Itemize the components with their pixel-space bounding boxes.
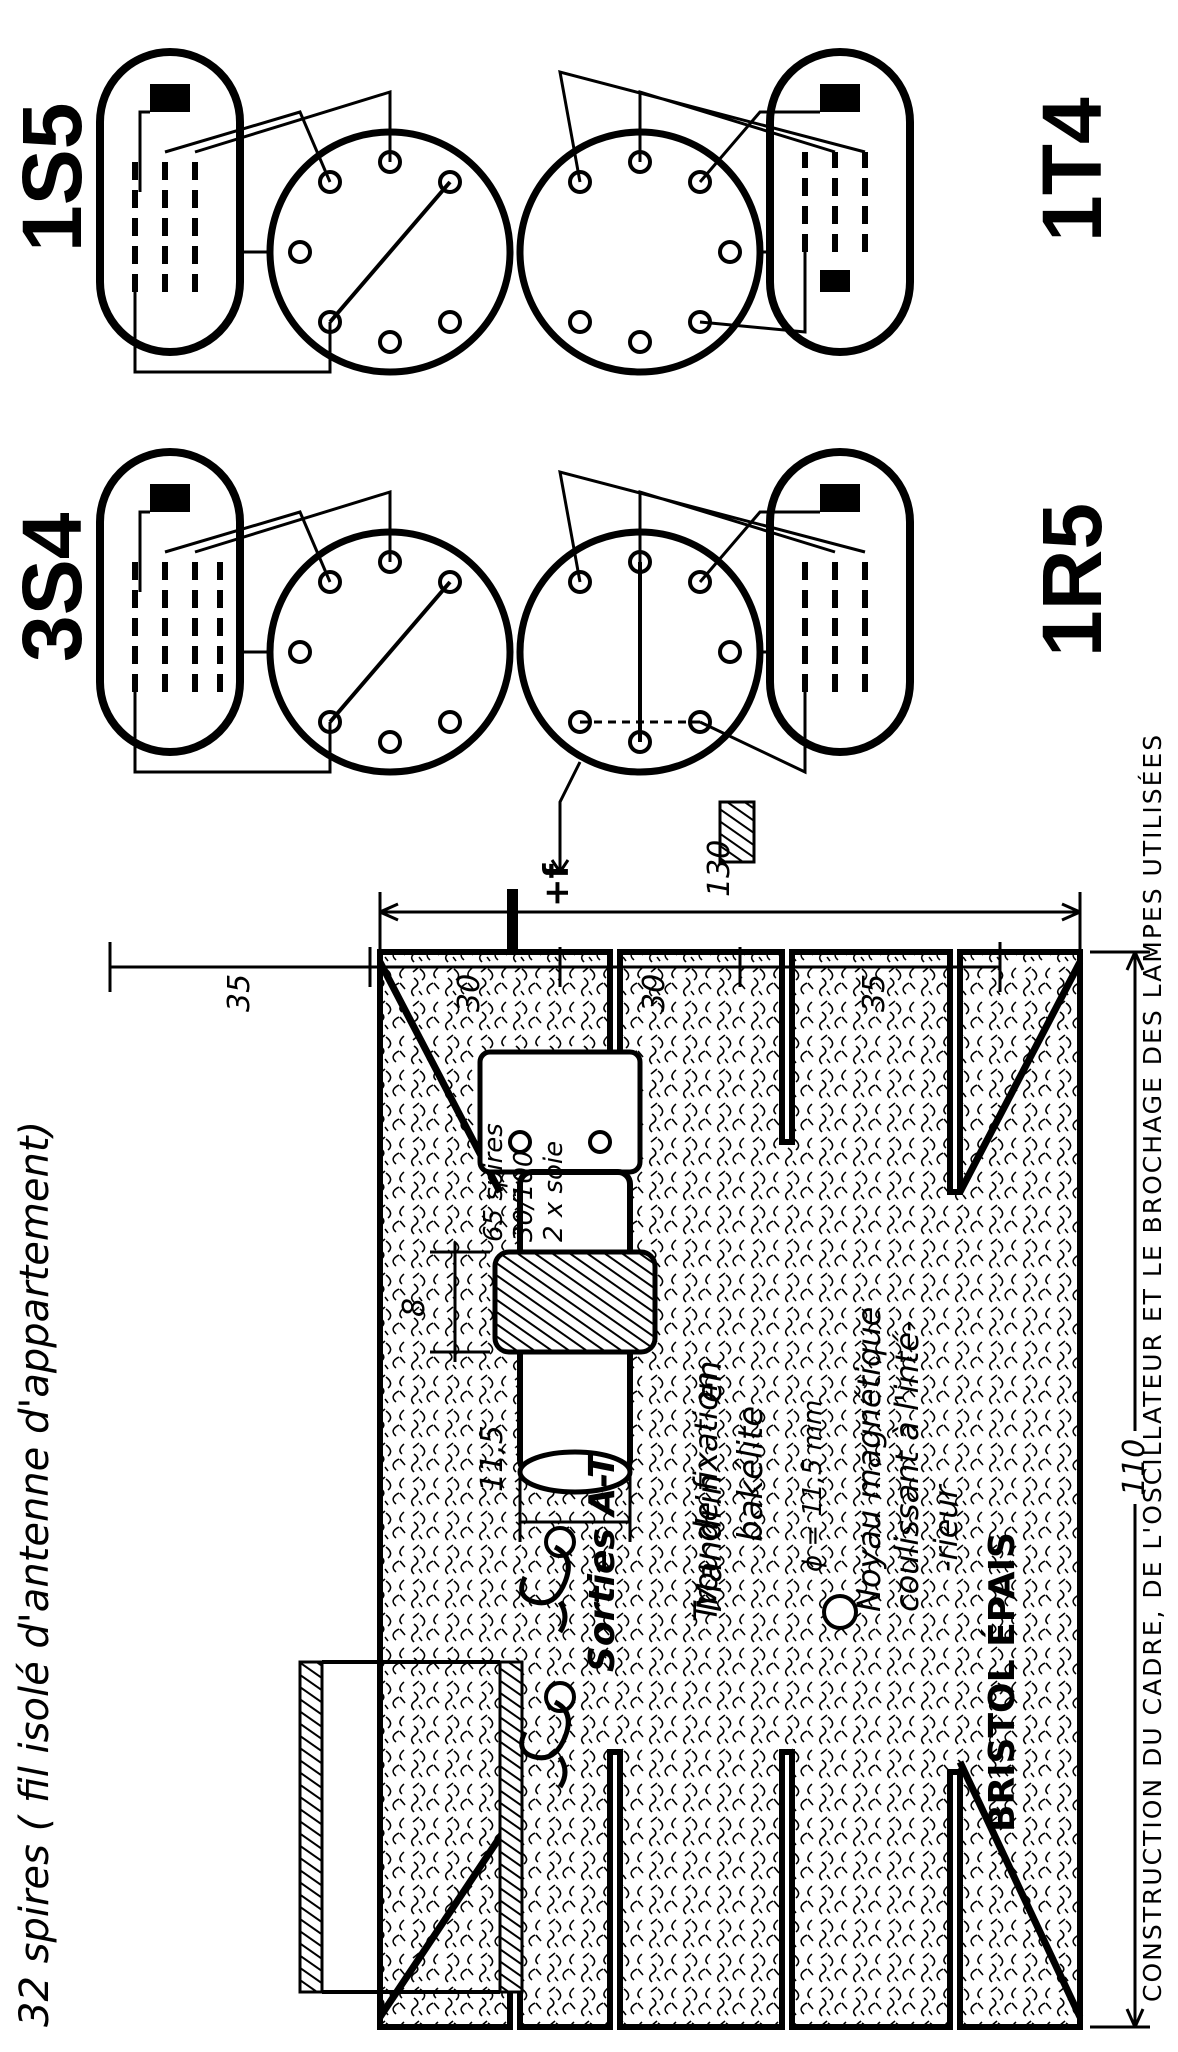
tube-1r5-pinout — [96, 448, 514, 776]
fixing-hole — [822, 1594, 858, 1630]
anode-plate — [820, 484, 860, 512]
dimension-coil-diameter — [518, 1472, 632, 1542]
coil-winding — [492, 1249, 658, 1355]
frame-slot — [377, 1820, 513, 2019]
tube-label-1r5: 1R5 — [1025, 502, 1119, 657]
core-note-line: Noyau magnétique — [850, 1306, 888, 1612]
antenna-winding — [298, 1660, 524, 1994]
dimension-height — [378, 892, 1082, 952]
plus-f-label: +f — [537, 863, 577, 907]
frame-segment-label: 30 — [452, 973, 487, 1012]
phi-note: ϕ = 11,5 mm — [798, 1399, 828, 1572]
lead-hole — [544, 1681, 576, 1713]
mandrel-word: bakélite — [730, 1405, 771, 1542]
tube-label-1s5: 1S5 — [5, 102, 99, 252]
diode-plate — [820, 270, 850, 292]
mandrel-note: Mandrin en bakélite — [690, 1360, 772, 1612]
lead-wire — [519, 1544, 571, 1634]
figure-caption: CONSTRUCTION DU CADRE, DE L'OSCILLATEUR … — [1138, 732, 1167, 2002]
anode-plate — [820, 84, 860, 112]
outputs-label: Sorties A-T — [582, 1453, 623, 1672]
anode-plate — [150, 84, 190, 112]
oscillator-coil — [430, 1049, 658, 1542]
frame-segment-label: 35 — [857, 973, 892, 1012]
coil-spec: 65 spires 30/100 2 x soie — [479, 1123, 570, 1242]
filament-resistor — [718, 800, 756, 864]
tube-1s5-pinout — [516, 48, 914, 376]
lead-wire — [519, 1699, 571, 1789]
coil-spec-line: 65 spires — [479, 1123, 509, 1242]
frame-segment-label: 30 — [637, 973, 672, 1012]
bracket-hole — [508, 1130, 532, 1154]
frame-slot — [956, 960, 1084, 1194]
tube-wiring — [133, 489, 392, 774]
bracket-hole — [588, 1130, 612, 1154]
frame-slot — [956, 1760, 1084, 2019]
tube-wiring — [133, 89, 392, 374]
coil-spec-line: 30/100 — [508, 1150, 539, 1242]
material-label: BRISTOL ÉPAIS — [982, 1532, 1023, 1832]
socket-pins — [288, 150, 462, 354]
tube-label-3s4: 3S4 — [5, 512, 99, 662]
mandrel-word: Mandrin — [690, 1473, 730, 1612]
core-note-line: -rieur — [926, 1485, 965, 1572]
anode-plate — [150, 484, 190, 512]
frame-segment-label: 35 — [222, 973, 257, 1012]
coil-width-label: 8 — [397, 1297, 432, 1317]
core-note: Noyau magnétique coulissant à l'inté- -r… — [850, 1307, 965, 1612]
coil-diameter-label: 11,5 — [475, 1425, 510, 1492]
dimension-coil-width — [430, 1242, 490, 1362]
tube-3s4-pinout — [516, 448, 914, 873]
coil-spec-line: 2 x soie — [538, 1140, 569, 1242]
lead-hole — [544, 1526, 576, 1558]
winding-note: 32 spires ( fil isolé d'antenne d'appart… — [12, 1120, 58, 2027]
tube-1t4-pinout — [96, 48, 514, 376]
tube-wiring — [550, 469, 866, 873]
tube-wiring — [558, 69, 866, 334]
core-note-line: coulissant à l'inté- — [888, 1320, 927, 1612]
tube-label-1t4: 1T4 — [1025, 97, 1119, 242]
dimension-segments — [108, 942, 1002, 992]
frame-height-label: 130 — [702, 839, 737, 897]
mandrel-word: en — [690, 1360, 730, 1403]
